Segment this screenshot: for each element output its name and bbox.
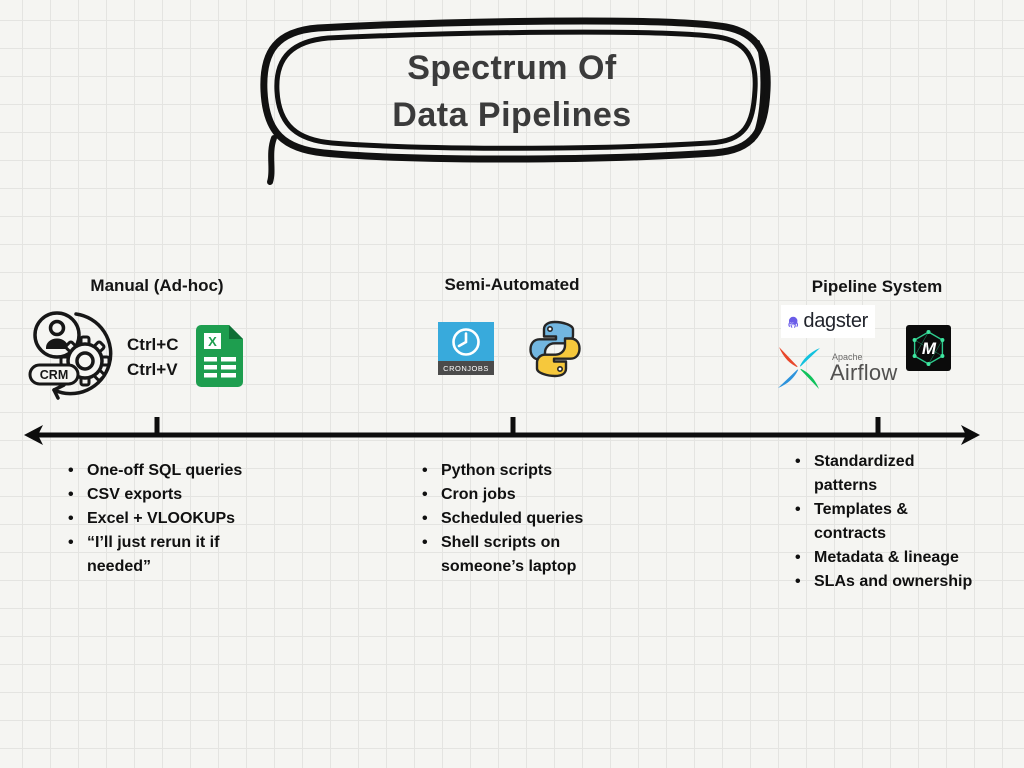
list-item: Metadata & lineage <box>793 546 993 570</box>
page-title: Spectrum Of Data Pipelines <box>248 12 776 168</box>
list-item: One-off SQL queries <box>66 459 278 483</box>
list-item: Templates & contracts <box>793 498 993 546</box>
list-item: SLAs and ownership <box>793 570 993 594</box>
clock-icon <box>438 322 494 361</box>
header-pipeline-system: Pipeline System <box>811 277 943 296</box>
cronjobs-label: CRONJOBS <box>438 361 494 375</box>
excel-x-letter: X <box>208 334 217 349</box>
list-item: Standardized patterns <box>793 450 993 498</box>
dagster-logo: dagster <box>781 305 875 338</box>
dagster-label: dagster <box>803 310 868 332</box>
list-item: Shell scripts on someone’s laptop <box>420 531 620 579</box>
airflow-pinwheel-icon <box>778 347 820 389</box>
list-item: Scheduled queries <box>420 507 620 531</box>
python-icon <box>529 320 581 378</box>
airflow-label: Airflow <box>830 360 898 385</box>
airflow-apache-label: Apache <box>832 352 863 362</box>
list-item: Excel + VLOOKUPs <box>66 507 278 531</box>
list-item: Python scripts <box>420 459 620 483</box>
semi-automated-list: Python scripts Cron jobs Scheduled queri… <box>420 459 620 579</box>
list-item: Cron jobs <box>420 483 620 507</box>
shortcut-copy: Ctrl+C <box>127 335 179 354</box>
page-title-line2: Data Pipelines <box>392 96 632 134</box>
keyboard-shortcuts: Ctrl+C Ctrl+V <box>127 332 178 382</box>
shortcut-paste: Ctrl+V <box>127 360 178 379</box>
crm-label: CRM <box>40 368 68 382</box>
page-title-line1: Spectrum Of <box>407 49 617 87</box>
crm-process-icon: CRM <box>28 311 113 400</box>
header-semi-automated: Semi-Automated <box>444 275 580 294</box>
excel-spreadsheet-icon: X <box>196 325 243 387</box>
sketchy-frame <box>260 17 771 185</box>
manual-list: One-off SQL queries CSV exports Excel + … <box>66 459 278 579</box>
tick-pipeline-system <box>875 417 881 435</box>
airflow-logo: Apache Airflow <box>774 343 897 393</box>
tick-manual <box>154 417 160 435</box>
cronjobs-icon: CRONJOBS <box>438 322 494 375</box>
header-manual: Manual (Ad-hoc) <box>90 276 224 295</box>
tick-semi-automated <box>510 417 516 435</box>
title-block: Spectrum Of Data Pipelines <box>248 12 776 185</box>
mage-ai-logo: M <box>906 325 951 371</box>
pipeline-system-list: Standardized patterns Templates & contra… <box>793 450 993 594</box>
dagster-octopus-icon <box>788 316 799 328</box>
mage-m-letter: M <box>922 339 937 358</box>
list-item: “I’ll just rerun it if needed” <box>66 531 278 579</box>
list-item: CSV exports <box>66 483 278 507</box>
spectrum-axis-arrow <box>24 417 980 445</box>
